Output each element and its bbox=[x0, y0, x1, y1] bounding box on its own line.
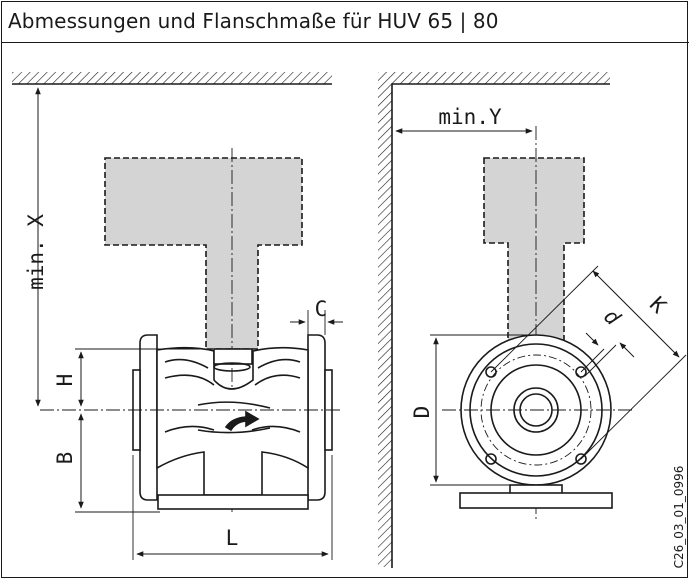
flange-front bbox=[459, 334, 613, 509]
wall-hatch bbox=[378, 72, 392, 567]
actuator-outline bbox=[104, 157, 303, 350]
label-l: L bbox=[226, 526, 239, 550]
label-k: K bbox=[645, 292, 671, 318]
front-view: min.Y D K d C26_03_01_0996 bbox=[378, 72, 687, 569]
drawing-code: C26_03_01_0996 bbox=[672, 466, 686, 569]
side-view: min. X H B L C bbox=[12, 72, 343, 560]
label-min-y: min.Y bbox=[438, 105, 502, 129]
valve-body bbox=[132, 334, 333, 510]
label-d-upper: D bbox=[410, 406, 434, 419]
label-h: H bbox=[53, 374, 77, 387]
ceiling-hatch-right bbox=[392, 72, 610, 84]
title-bar: Abmessungen und Flanschmaße für HUV 65 |… bbox=[2, 2, 689, 43]
dim-line-k bbox=[592, 270, 680, 358]
label-b: B bbox=[53, 452, 77, 465]
label-min-x: min. X bbox=[24, 214, 48, 290]
ceiling-hatch bbox=[12, 72, 332, 84]
dim-line-d-lower-b bbox=[619, 342, 635, 358]
actuator-outline-front bbox=[483, 157, 585, 350]
dim-line-d-lower-a bbox=[585, 332, 599, 346]
label-d-lower: d bbox=[599, 304, 625, 330]
wall-line bbox=[391, 83, 610, 568]
label-c: C bbox=[315, 297, 328, 321]
page-title: Abmessungen und Flanschmaße für HUV 65 |… bbox=[8, 9, 499, 33]
